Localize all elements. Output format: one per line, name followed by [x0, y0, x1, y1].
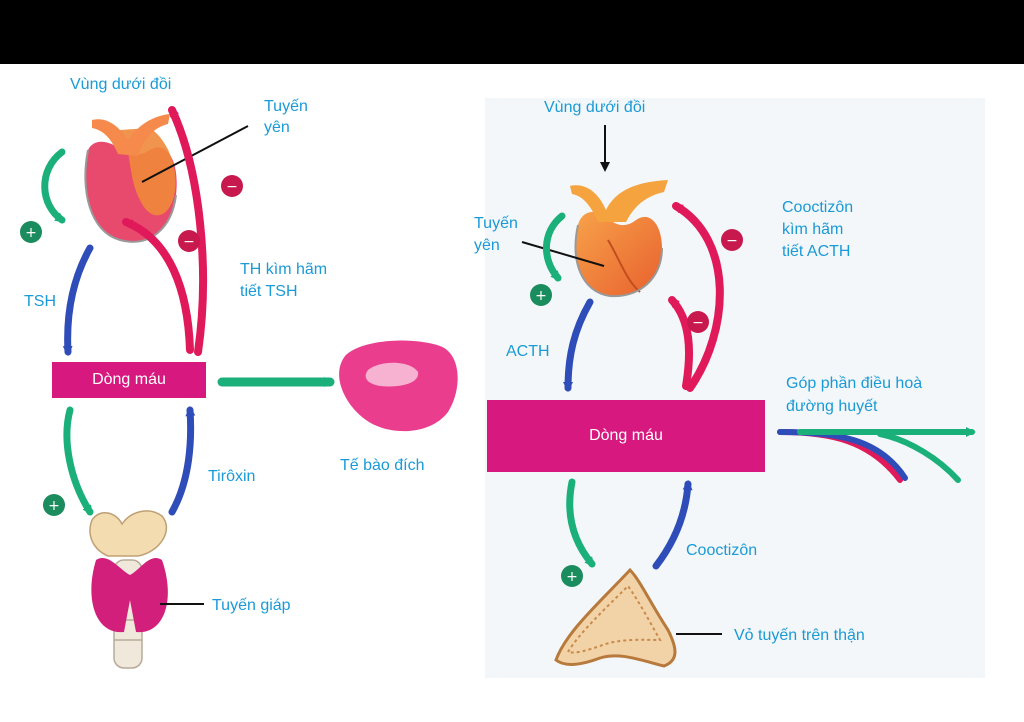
left-pituitary-pointer	[141, 125, 249, 183]
right-pituitary-label-line2: yên	[474, 237, 500, 254]
cortisol-arrow	[652, 480, 693, 570]
th-inhibit-label-line2: tiết TSH	[240, 283, 298, 300]
glucose-label-line2: đường huyết	[786, 398, 878, 415]
right-plus-symbol-top: +	[535, 288, 547, 304]
right-stimulate-arrow-adrenal	[566, 478, 596, 568]
right-pituitary-label-line1: Tuyến	[474, 215, 518, 232]
right-plus-badge-top	[530, 284, 552, 306]
cortisol-label: Cooctizôn	[686, 542, 758, 559]
adrenal-cortex-label: Vỏ tuyến trên thận	[734, 627, 865, 644]
acth-label: ACTH	[506, 343, 550, 360]
right-minus-symbol-2: −	[692, 315, 704, 331]
left-plus-symbol-bottom: +	[48, 498, 60, 514]
right-pituitary-gland	[570, 180, 668, 298]
glucose-branch-arrows	[777, 427, 976, 483]
left-stimulate-arrow-thyroid	[63, 406, 94, 516]
left-stimulate-arc-top	[41, 148, 66, 224]
left-minus-symbol-1: −	[226, 179, 238, 195]
target-cell	[339, 340, 458, 432]
left-minus-badge-1	[221, 175, 243, 197]
glucose-label-line1: Góp phần điều hoà	[786, 375, 923, 392]
left-plus-symbol-top: +	[25, 225, 37, 241]
thyroxin-label: Tirôxin	[208, 468, 256, 485]
tsh-arrow	[62, 244, 94, 356]
cortisol-inhibit-label-line2: kìm hãm	[782, 221, 844, 238]
right-pituitary-pointer	[521, 241, 605, 267]
left-plus-badge-bottom	[43, 494, 65, 516]
right-inhibit-arrow-outer	[672, 202, 724, 392]
right-plus-symbol-bottom: +	[566, 569, 578, 585]
right-inhibit-arrow-inner	[668, 296, 694, 390]
left-plus-badge-top	[20, 221, 42, 243]
right-minus-symbol-1: −	[726, 233, 738, 249]
left-pituitary-gland	[84, 114, 177, 243]
tsh-label: TSH	[24, 293, 56, 310]
thyroid-label: Tuyến giáp	[212, 597, 291, 614]
right-minus-badge-2	[687, 311, 709, 333]
thyroxin-arrow	[168, 406, 196, 516]
thyroid-gland	[89, 510, 168, 669]
target-cell-label: Tế bào đích	[340, 457, 425, 474]
top-black-band	[0, 0, 1024, 64]
cortisol-inhibit-label-line1: Cooctizôn	[782, 199, 854, 216]
left-minus-badge-2	[178, 230, 200, 252]
left-hypothalamus-label: Vùng dưới đồi	[70, 76, 172, 93]
right-minus-badge-1	[721, 229, 743, 251]
right-blood-box: Dòng máu	[487, 400, 765, 472]
left-inhibit-arrow-hypothalamus	[168, 106, 207, 356]
cortisol-inhibit-label-line3: tiết ACTH	[782, 243, 851, 260]
left-inhibit-arrow-pituitary	[122, 218, 194, 354]
right-stimulate-arc-top	[543, 212, 566, 282]
acth-arrow	[563, 298, 594, 392]
th-inhibit-label-line1: TH kìm hãm	[240, 261, 328, 278]
left-pituitary-label-line1: Tuyến	[264, 98, 308, 115]
left-pituitary-label-line2: yên	[264, 119, 290, 136]
adrenal-cortex	[554, 567, 677, 668]
left-minus-symbol-2: −	[183, 234, 195, 250]
left-blood-box: Dòng máu	[52, 362, 206, 398]
right-hypothalamus-label: Vùng dưới đồi	[544, 99, 646, 116]
right-plus-badge-bottom	[561, 565, 583, 587]
